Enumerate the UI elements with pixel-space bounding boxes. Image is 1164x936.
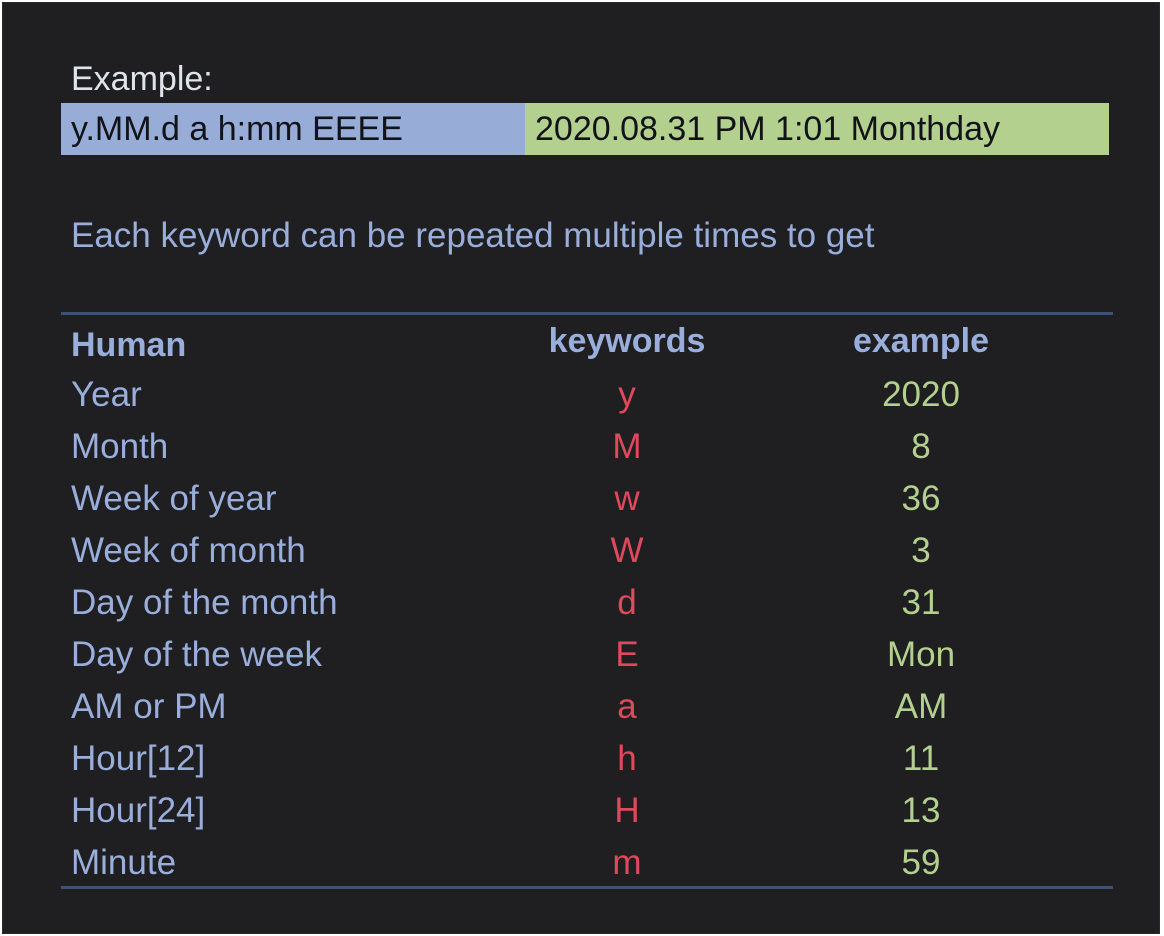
row-example-cell: 31 [901,583,941,622]
table-row: Hour[24] H 13 [71,785,1111,837]
row-example-cell: 3 [911,531,931,570]
header-keywords: keywords [548,322,706,360]
table-row: Month M 8 [71,421,1111,473]
table-row: Day of the week E Mon [71,629,1111,681]
row-human-cell: Year [71,375,142,414]
description-text: Each keyword can be repeated multiple ti… [71,216,875,255]
row-keyword-cell: w [614,479,640,518]
row-example-cell: 59 [901,843,941,882]
header-example: example [852,322,990,360]
example-label: Example: [71,60,213,98]
row-example-cell: Mon [886,635,956,674]
row-keyword-cell: a [617,687,637,726]
table-top-rule [61,312,1113,315]
row-human-cell: Hour[12] [71,739,206,778]
table-row: Day of the month d 31 [71,577,1111,629]
row-human-cell: AM or PM [71,687,227,726]
format-result-cell: 2020.08.31 PM 1:01 Monthday [525,103,1109,155]
row-keyword-cell: W [610,531,644,570]
row-human-cell: Day of the week [71,635,322,674]
header-human: Human [71,326,187,364]
table-header-row: Human keywords example [71,317,1111,369]
row-example-cell: 13 [901,791,941,830]
row-example-cell: 36 [901,479,941,518]
table-bottom-rule [61,886,1113,889]
row-human-cell: Day of the month [71,583,338,622]
row-keyword-cell: E [615,635,639,674]
table-row: Hour[12] h 11 [71,733,1111,785]
row-keyword-cell: h [617,739,637,778]
row-human-cell: Week of year [71,479,277,518]
row-human-cell: Week of month [71,531,306,570]
row-human-cell: Minute [71,843,177,882]
table-row: Year y 2020 [71,369,1111,421]
row-keyword-cell: m [612,843,642,882]
row-keyword-cell: d [617,583,637,622]
row-human-cell: Hour[24] [71,791,206,830]
format-pattern-cell: y.MM.d a h:mm EEEE [61,103,525,155]
table-row: Minute m 59 [71,837,1111,889]
table-row: Week of year w 36 [71,473,1111,525]
format-example-row: y.MM.d a h:mm EEEE 2020.08.31 PM 1:01 Mo… [61,103,1109,155]
row-example-cell: 11 [902,739,940,778]
table-row: AM or PM a AM [71,681,1111,733]
row-keyword-cell: y [618,375,636,414]
row-example-cell: AM [894,687,948,726]
row-human-cell: Month [71,427,169,466]
row-keyword-cell: H [614,791,640,830]
row-example-cell: 2020 [882,375,960,414]
row-keyword-cell: M [612,427,642,466]
table-row: Week of month W 3 [71,525,1111,577]
row-example-cell: 8 [911,427,931,466]
